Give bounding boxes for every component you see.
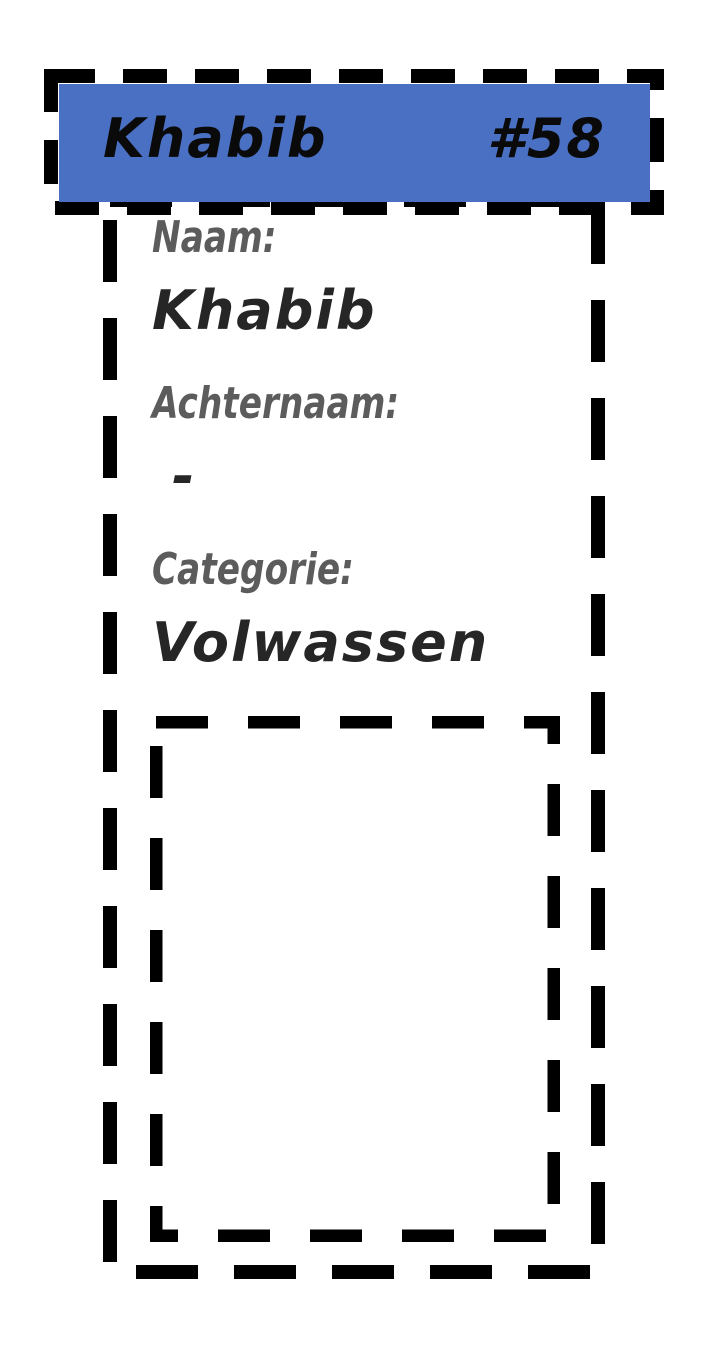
card-header: Khabib #58 bbox=[59, 84, 650, 202]
last-name-value: - bbox=[172, 445, 197, 508]
last-name-label: Achternaam: bbox=[152, 378, 400, 429]
photo-placeholder-outline bbox=[150, 716, 560, 1242]
category-label: Categorie: bbox=[152, 544, 354, 595]
category-value: Volwassen bbox=[152, 611, 490, 674]
photo-placeholder bbox=[150, 716, 560, 1242]
header-frame bbox=[44, 69, 664, 215]
first-name-value: Khabib bbox=[152, 279, 377, 342]
header-player-number: #58 bbox=[487, 107, 606, 170]
header-player-name: Khabib bbox=[103, 107, 328, 170]
first-name-label: Naam: bbox=[152, 212, 277, 263]
